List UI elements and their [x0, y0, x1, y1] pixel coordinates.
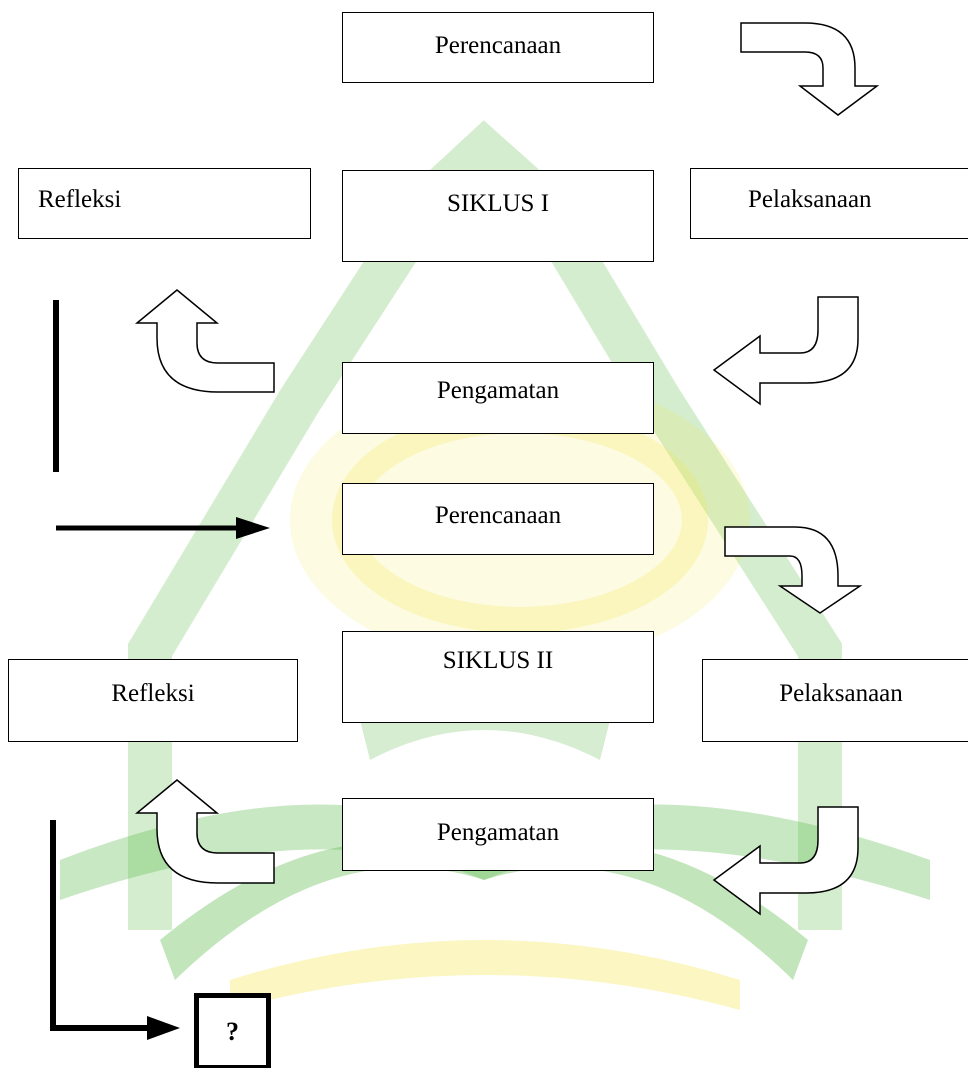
- cycle2-reflection-label: Refleksi: [111, 680, 195, 707]
- cycle2-reflection-box: Refleksi: [8, 659, 298, 742]
- cycle1-action-label: Pelaksanaan: [748, 186, 872, 213]
- watermark-arch: [128, 120, 842, 930]
- curved-arrow-right-down-icon: [724, 526, 863, 614]
- final-connector-line: [50, 820, 150, 1031]
- cycle1-title-box: SIKLUS I: [342, 170, 654, 262]
- curved-arrow-down-left-icon: [712, 296, 859, 406]
- curved-arrow-right-down-icon: [740, 22, 880, 116]
- cycle2-observation-box: Pengamatan: [342, 798, 654, 871]
- cycle1-planning-box: Perencanaan: [342, 12, 654, 83]
- cycle1-action-box: Pelaksanaan: [690, 168, 968, 239]
- cycle1-observation-box: Pengamatan: [342, 362, 654, 434]
- cycle1-reflection-box: Refleksi: [18, 168, 311, 239]
- curved-arrow-left-up-icon: [134, 779, 275, 884]
- cycle2-title-box: SIKLUS II: [342, 631, 654, 723]
- next-cycle-question-box: ?: [194, 993, 271, 1068]
- cycle2-action-box: Pelaksanaan: [702, 659, 968, 742]
- cycle2-planning-box: Perencanaan: [342, 483, 654, 555]
- cycle1-reflection-label: Refleksi: [38, 186, 122, 213]
- cycle2-title-label: SIKLUS II: [442, 647, 554, 674]
- straight-arrow-right-icon: [147, 1016, 180, 1040]
- cycle1-planning-label: Perencanaan: [434, 32, 562, 59]
- curved-arrow-down-left-icon: [712, 806, 859, 916]
- cycle2-observation-label: Pengamatan: [436, 819, 560, 846]
- straight-arrow-right-icon: [236, 517, 270, 539]
- cycle1-title-label: SIKLUS I: [446, 190, 550, 217]
- cycle2-action-label: Pelaksanaan: [779, 680, 903, 707]
- cycle1-observation-label: Pengamatan: [436, 377, 560, 404]
- cycle2-planning-label: Perencanaan: [434, 502, 562, 529]
- curved-arrow-left-up-icon: [134, 289, 275, 393]
- next-cycle-question-mark: ?: [226, 1016, 239, 1046]
